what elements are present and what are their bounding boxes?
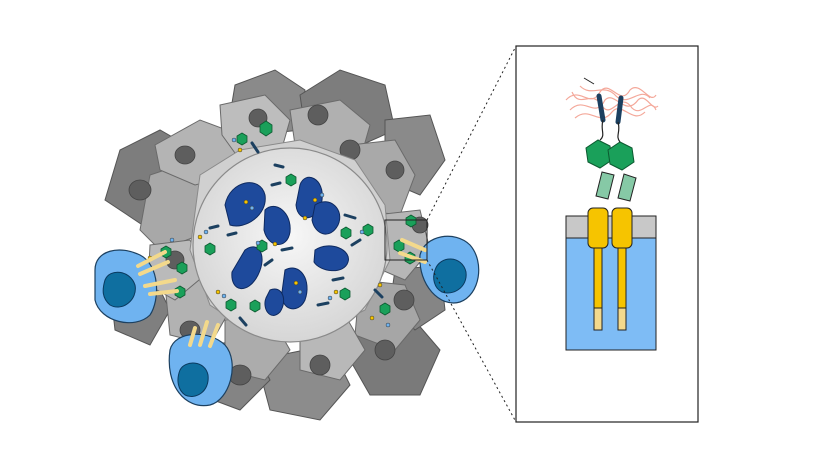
bead-particles [147, 137, 391, 328]
immune-cell-bottom [168, 320, 233, 407]
cell-membrane [565, 215, 657, 239]
zoom-region-box [384, 219, 428, 261]
linker-tethers [599, 119, 621, 143]
zoom-inset-panel [515, 45, 699, 423]
label-leader-line [583, 77, 595, 85]
cell-interior [565, 237, 657, 351]
receptor-icon [188, 320, 220, 348]
immune-nucleus [433, 258, 467, 294]
receptor-icon [136, 250, 179, 296]
immune-nucleus [102, 271, 136, 308]
immune-cell-right [398, 235, 480, 304]
tumor-cluster-icon [104, 69, 446, 421]
immune-nucleus [177, 362, 209, 397]
blue-organelles [224, 176, 349, 316]
receptor-pair [587, 207, 633, 331]
immune-cell-left [94, 249, 179, 324]
linker-rods-inset [596, 93, 624, 125]
antibody-icon [595, 171, 637, 202]
tumor-nuclei [128, 104, 429, 386]
ligand-hexagon-icon [585, 139, 635, 171]
zoom-guide-lines [426, 45, 517, 423]
